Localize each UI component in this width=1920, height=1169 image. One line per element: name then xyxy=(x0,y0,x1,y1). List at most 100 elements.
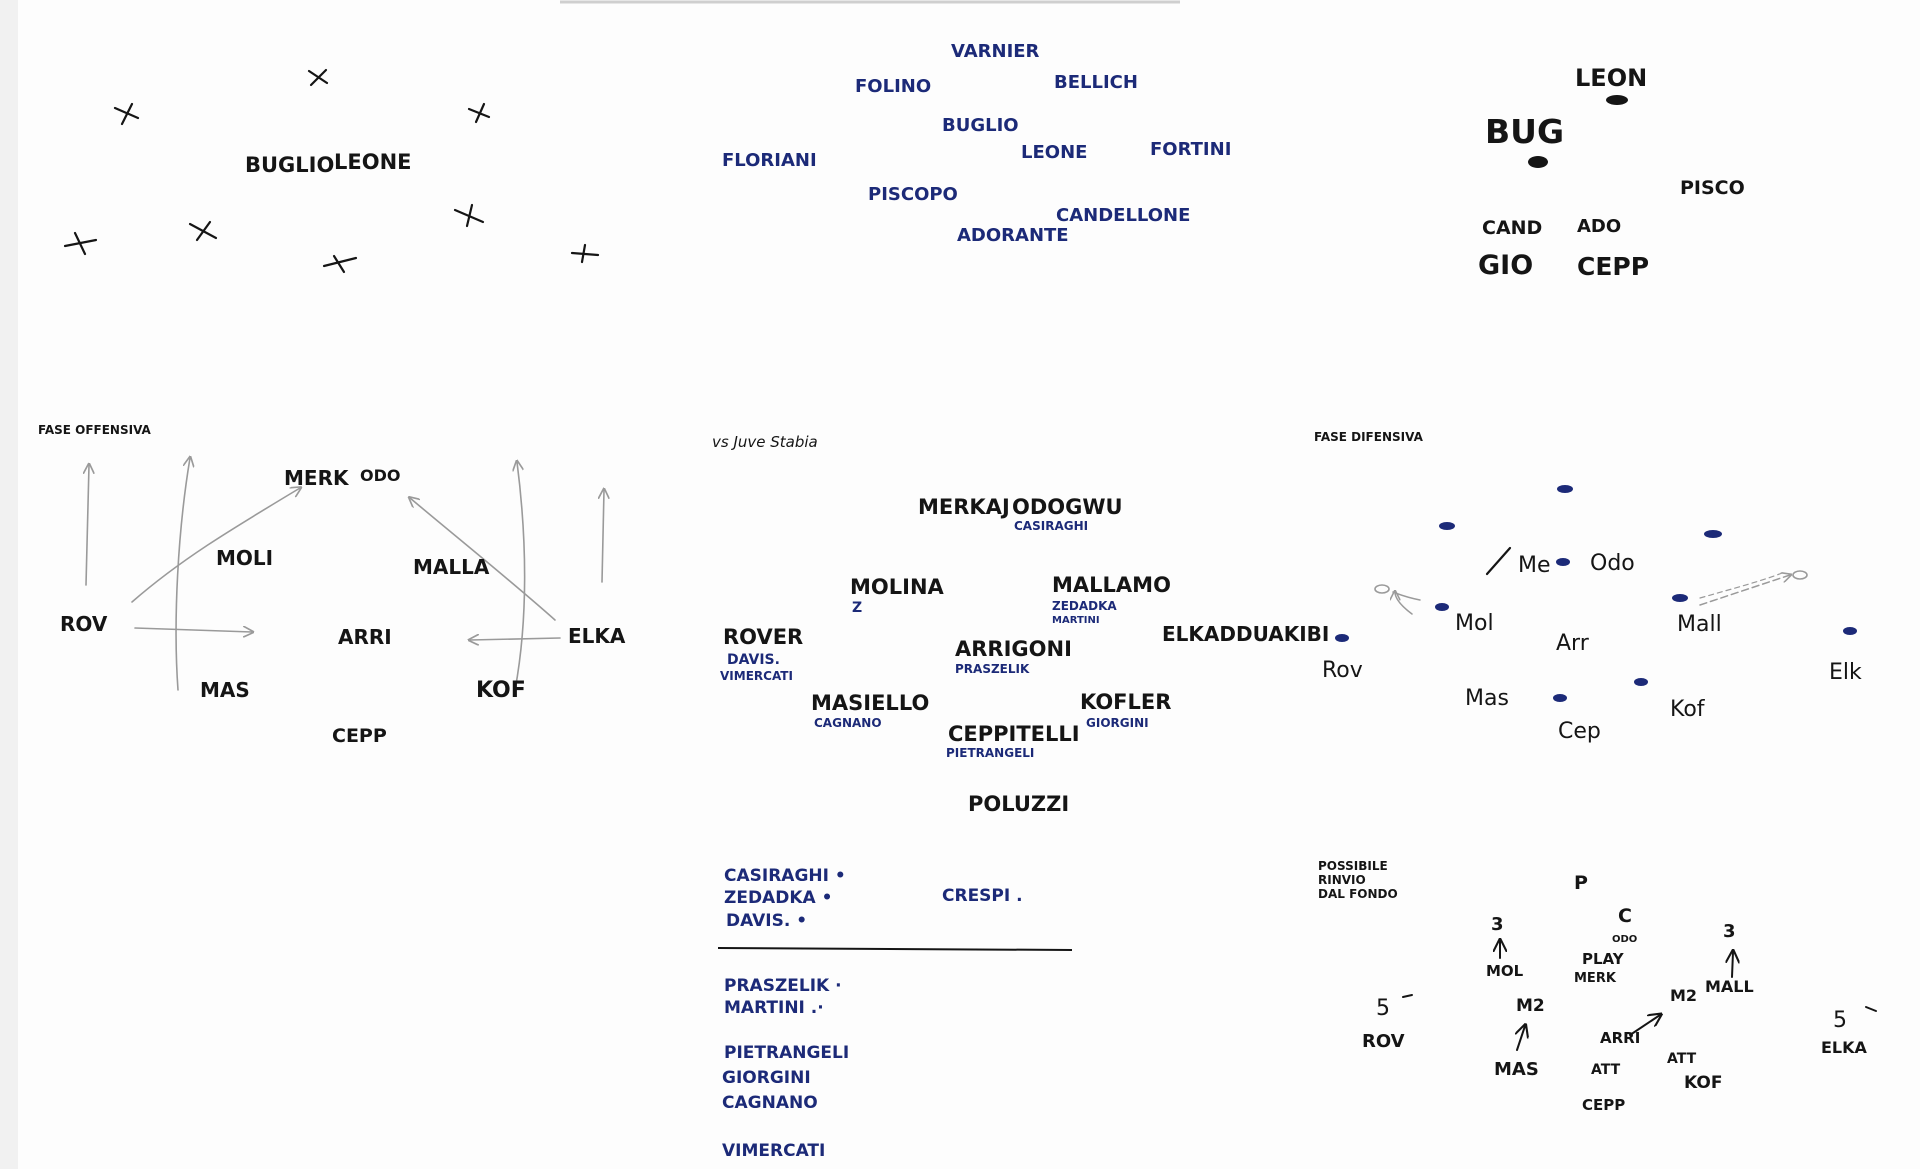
arrow-mas-up xyxy=(1517,1026,1525,1051)
panel-5-lineup: vs Juve Stabia MERKAJ ODOGWU MOLINA MALL… xyxy=(712,433,1329,1161)
arrow-mas-up xyxy=(175,458,190,691)
label-molina: MOLINA xyxy=(850,575,945,599)
paper-left-edge xyxy=(0,0,18,1169)
panel-4-labels: FASE OFFENSIVA MERK ODO MOLI MALLA ROV A… xyxy=(38,423,626,747)
label-floriani: FLORIANI xyxy=(722,150,817,171)
panel-7-buildup-arrows xyxy=(1402,941,1877,1051)
sub-praszelik: PRASZELIK xyxy=(955,662,1030,676)
sub-zedadka: ZEDADKA xyxy=(1052,599,1117,613)
label-mas: MAS xyxy=(1494,1059,1539,1080)
bench-cagnano: CAGNANO xyxy=(722,1093,818,1113)
label-kof: Kof xyxy=(1670,697,1706,722)
label-rover: ROVER xyxy=(723,625,803,649)
label-me: Me xyxy=(1518,553,1551,578)
label-leone: LEONE xyxy=(334,150,412,174)
label-arri: ARRI xyxy=(1600,1029,1640,1047)
bench-davis: DAVIS. • xyxy=(726,911,807,931)
arrow-mall-up xyxy=(1732,952,1733,978)
sub-martini: MARTINI xyxy=(1052,615,1100,626)
arrow-arri-up xyxy=(1629,1015,1660,1036)
label-arri: ARRI xyxy=(338,625,392,649)
label-cep: Cep xyxy=(1558,719,1601,744)
player-cross-7 xyxy=(322,254,358,274)
press-arrow-right-2 xyxy=(1699,572,1783,599)
opponent-dot-6 xyxy=(1672,594,1688,602)
opponent-dot-9 xyxy=(1634,678,1648,686)
bench-zedadka: ZEDADKA • xyxy=(724,888,832,908)
panel-3-labels: LEON BUG PISCO CAND ADO GIO CEPP xyxy=(1478,64,1745,281)
panel-2-labels: VARNIER FOLINO BELLICH BUGLIO FLORIANI L… xyxy=(722,41,1231,246)
label-five-right: 5 xyxy=(1833,1008,1847,1033)
opponent-dot-1 xyxy=(1557,485,1573,493)
panel-1-labels: BUGLIO LEONE xyxy=(245,150,412,177)
player-dot-leone xyxy=(1606,95,1628,105)
label-leon: LEON xyxy=(1575,64,1647,92)
opponent-dot-3 xyxy=(1704,530,1722,538)
player-cross-6 xyxy=(63,231,98,256)
label-bug: BUG xyxy=(1485,112,1564,151)
label-mallamo: MALLAMO xyxy=(1052,573,1171,597)
opponent-dot-2 xyxy=(1439,522,1455,530)
label-cepp: CEPP xyxy=(1582,1096,1625,1114)
label-arr: Arr xyxy=(1556,631,1590,656)
sub-casiraghi: CASIRAGHI xyxy=(1014,519,1088,533)
opponent-dot-5 xyxy=(1435,603,1449,611)
label-odo: Odo xyxy=(1590,551,1635,576)
label-att-right: ATT xyxy=(1667,1051,1697,1067)
arrow-rov-up xyxy=(86,465,89,586)
label-buglio: BUGLIO xyxy=(942,115,1019,136)
label-buglio: BUGLIO xyxy=(245,153,334,177)
bench-vimercati: VIMERCATI xyxy=(722,1141,825,1161)
label-merkaj: MERKAJ xyxy=(918,495,1010,519)
arrow-rov-to-merk xyxy=(131,488,300,603)
bench-martini: MARTINI .· xyxy=(724,998,824,1018)
player-dot-buglio xyxy=(1528,156,1548,168)
press-slash xyxy=(1485,546,1512,576)
label-att-left: ATT xyxy=(1591,1062,1621,1078)
player-cross-2 xyxy=(113,102,140,126)
label-elkaddouri: ELKADDUAKIBI xyxy=(1162,622,1329,646)
label-odogwu: ODOGWU xyxy=(1012,495,1123,519)
sub-davis: DAVIS. xyxy=(727,652,780,668)
panel-7-title-line-2: RINVIO xyxy=(1318,873,1366,887)
press-arrow-left-2 xyxy=(1392,591,1421,601)
label-leone: LEONE xyxy=(1021,142,1087,163)
label-cand: CAND xyxy=(1482,217,1542,239)
panel-6-labels: FASE DIFENSIVA Me Odo Mol Mall Arr Rov E… xyxy=(1314,430,1862,744)
tick-five-right xyxy=(1865,1006,1877,1012)
panel-4-movement-arrows xyxy=(86,458,604,691)
label-mall: MALL xyxy=(1705,977,1754,996)
label-rov: ROV xyxy=(1362,1031,1405,1052)
panel-6-title: FASE DIFENSIVA xyxy=(1314,430,1424,444)
player-cross-3 xyxy=(467,102,491,124)
sub-molina: Z xyxy=(852,600,862,616)
ball-marker-left xyxy=(1374,584,1390,594)
panel-3-markers xyxy=(1528,95,1628,168)
label-c: C xyxy=(1618,905,1632,927)
label-mas: Mas xyxy=(1465,686,1509,711)
panel-6-opponent-dots xyxy=(1335,485,1857,702)
label-fortini: FORTINI xyxy=(1150,139,1231,160)
label-candellone: CANDELLONE xyxy=(1056,205,1190,226)
label-ado: ADO xyxy=(1577,216,1621,237)
label-piscopo: PISCOPO xyxy=(868,184,958,205)
opponent-dot-7 xyxy=(1335,634,1349,642)
label-three-right: 3 xyxy=(1723,921,1736,942)
bench-praszelik: PRASZELIK · xyxy=(724,976,842,996)
opponent-dot-8 xyxy=(1843,627,1857,635)
sub-giorgini: GIORGINI xyxy=(1086,716,1149,730)
label-pisco: PISCO xyxy=(1680,177,1745,199)
label-odo: ODO xyxy=(1612,934,1637,945)
tick-five-left xyxy=(1402,994,1413,998)
arrow-kof-up xyxy=(515,462,526,691)
label-masiello: MASIELLO xyxy=(811,691,929,715)
label-arrigoni: ARRIGONI xyxy=(955,637,1072,661)
label-five-left: 5 xyxy=(1376,996,1390,1021)
label-elka: ELKA xyxy=(1821,1038,1868,1057)
label-three-left: 3 xyxy=(1491,914,1504,935)
panel-1-formation-crosses xyxy=(63,68,600,274)
label-elka: ELKA xyxy=(568,624,626,648)
label-mas: MAS xyxy=(200,678,250,702)
